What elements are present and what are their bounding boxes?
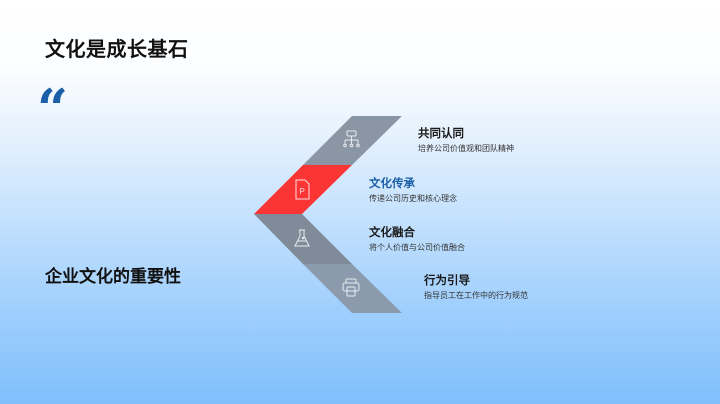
slide-title: 文化是成长基石 — [45, 37, 189, 61]
item-description: 传递公司历史和核心理念 — [369, 194, 457, 203]
list-item-culture-heritage: 文化传承 传递公司历史和核心理念 — [369, 176, 457, 205]
list-item-culture-fusion: 文化融合 将个人价值与公司价值融合 — [369, 225, 465, 254]
flask-icon — [294, 229, 310, 247]
item-description: 指导员工在工作中的行为规范 — [424, 291, 528, 300]
item-heading: 行为引导 — [424, 273, 470, 287]
hierarchy-icon — [343, 130, 360, 148]
item-heading: 文化融合 — [369, 225, 415, 239]
slide-subtitle: 企业文化的重要性 — [45, 267, 181, 287]
item-heading: 文化传承 — [369, 176, 415, 190]
quote-mark-icon: “ — [37, 77, 69, 141]
chevron-band-4 — [303, 264, 402, 313]
document-p-icon: P — [295, 179, 310, 200]
list-item-shared-identity: 共同认同 培养公司价值观和团队精神 — [418, 126, 514, 155]
chevron-band-2 — [254, 165, 352, 214]
list-item-behavior-guidance: 行为引导 指导员工在工作中的行为规范 — [424, 273, 528, 302]
item-description: 培养公司价值观和团队精神 — [418, 144, 514, 153]
item-description: 将个人价值与公司价值融合 — [369, 243, 465, 252]
svg-text:P: P — [300, 187, 305, 196]
printer-icon — [342, 278, 360, 297]
item-heading: 共同认同 — [418, 126, 464, 140]
